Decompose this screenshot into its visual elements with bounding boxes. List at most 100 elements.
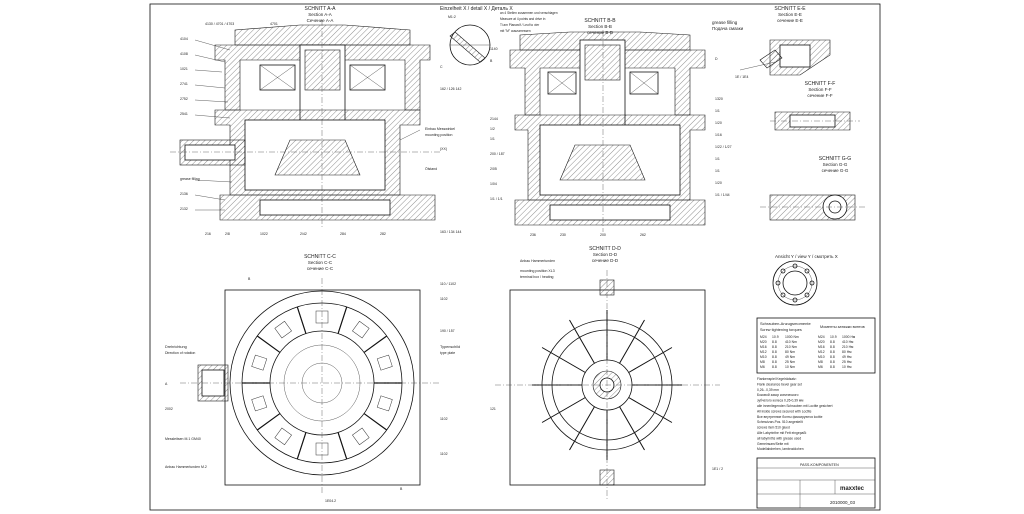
svg-text:Messleitsen M.1 GM40: Messleitsen M.1 GM40 <box>165 437 201 441</box>
detail-x-title: Einzelheit X / detail X / Деталь Х <box>440 6 513 12</box>
torque-cell: M16 <box>760 345 767 349</box>
housing-rib <box>296 306 307 334</box>
torque-title-de: Schrauben-Anzugsmomente <box>760 321 811 326</box>
rib-pocket <box>376 395 393 412</box>
torque-cell: M6 <box>760 365 765 369</box>
svg-text:A: A <box>165 382 168 386</box>
title-block-line1: PASS-KOMPONENTEN <box>800 463 839 467</box>
svg-text:2541: 2541 <box>180 112 188 116</box>
svg-text:262: 262 <box>640 233 646 237</box>
torque-cell: 25 Nm <box>785 360 795 364</box>
torque-cell: 8.8 <box>772 345 777 349</box>
section-g-g-ru: сечение G-G <box>822 168 849 173</box>
torque-cell: M16 <box>818 345 825 349</box>
section-g-g-en: Section G-G <box>823 162 848 167</box>
section-d-d-title: SCHNITT D-D <box>589 246 621 252</box>
direction-rotation-label: Drehrichtung <box>165 345 187 349</box>
section-e-e: SCHNITT E-E Section E-E сечение E-E 1E /… <box>735 6 831 79</box>
torque-cell: M8 <box>818 360 823 364</box>
svg-text:1/1: 1/1 <box>715 109 720 113</box>
torque-cell: 8.8 <box>772 365 777 369</box>
svg-text:Measure at 4 points and drive: Measure at 4 points and drive in <box>500 17 546 21</box>
svg-text:1/16: 1/16 <box>715 133 722 137</box>
torque-cell: 8.8 <box>830 350 835 354</box>
svg-text:Einbau Messwinkel: Einbau Messwinkel <box>425 127 455 131</box>
title-block: PASS-KOMPONENTEN maxxtec 2010000_03 <box>756 457 876 509</box>
svg-text:190 / 157: 190 / 157 <box>440 329 455 333</box>
section-e-e-en: Section E-E <box>778 12 802 17</box>
torque-cell: M20 <box>818 340 825 344</box>
svg-text:1102: 1102 <box>440 297 448 301</box>
general-note-line: зубчатого колеса 0,26-0,39 мм <box>757 399 804 403</box>
svg-text:1/1: 1/1 <box>715 169 720 173</box>
general-note-line: Flankenspiel Kegelrädsatz: <box>757 377 797 381</box>
rib-pocket <box>352 427 370 446</box>
svg-text:1/1: 1/1 <box>490 137 495 141</box>
housing-rib <box>296 432 307 460</box>
section-d-d-en: Section D-D <box>593 252 618 257</box>
torque-table: Schrauben-Anzugsmomente Screw tightening… <box>756 317 876 374</box>
svg-text:1E1 / 2: 1E1 / 2 <box>712 467 723 471</box>
drawing-number: 2010000_03 <box>830 500 856 505</box>
svg-text:2/05: 2/05 <box>490 167 497 171</box>
svg-text:1/1 / 1/1: 1/1 / 1/1 <box>490 197 503 201</box>
general-note-line: Все внутренние болты фиксируются loctite <box>757 415 823 419</box>
svg-text:282: 282 <box>380 232 386 236</box>
torque-cell: 8.8 <box>830 340 835 344</box>
svg-text:D: D <box>715 57 718 61</box>
grease-filling-ru: Подача смазки <box>712 26 744 31</box>
rib-pocket <box>376 354 393 371</box>
rib-pocket <box>251 395 268 412</box>
section-d-d: SCHNITT D-D Section D-D сечение D-D Anba… <box>490 246 723 500</box>
housing-rib <box>256 413 281 431</box>
torque-cell: 80 Nm <box>785 350 795 354</box>
svg-text:B: B <box>248 277 251 281</box>
svg-text:Anbau Hammerlunden M.2: Anbau Hammerlunden M.2 <box>165 465 207 469</box>
section-c-c: SCHNITT C-C Section C-C сечение C-C Dreh… <box>165 254 460 503</box>
svg-text:200: 200 <box>600 233 606 237</box>
svg-text:4108: 4108 <box>180 52 188 56</box>
svg-text:2/42: 2/42 <box>300 232 307 236</box>
svg-text:2/8: 2/8 <box>225 232 230 236</box>
svg-text:236: 236 <box>530 233 536 237</box>
torque-cell: 10.9 <box>830 335 837 339</box>
general-note-line: Modellabdrehen, lambroddohen <box>757 447 804 451</box>
section-f-f-en: Section F-F <box>808 87 832 92</box>
torque-cell: 8.8 <box>830 360 835 364</box>
svg-text:1/22 / 1/27: 1/22 / 1/27 <box>715 145 732 149</box>
rib-pocket <box>251 354 268 371</box>
housing-rib <box>569 406 595 451</box>
view-y: Ansicht Y / view Y / смотреть Х <box>772 254 838 306</box>
torque-cell: 49 Nm <box>785 355 795 359</box>
torque-cell: 8.8 <box>772 360 777 364</box>
housing-rib <box>541 347 586 373</box>
general-note-line: Flank clearance bevel gear set <box>757 382 802 386</box>
torque-cell: M12 <box>760 350 767 354</box>
svg-text:terminal box / heating: terminal box / heating <box>520 275 554 279</box>
torque-cell: M12 <box>818 350 825 354</box>
torque-cell: 410 Nm <box>785 340 797 344</box>
housing-rib <box>337 432 348 460</box>
torque-cell: 25 Нм <box>842 360 852 364</box>
svg-text:230: 230 <box>560 233 566 237</box>
torque-cell: M24 <box>760 335 767 339</box>
svg-text:Ti am Planwolf / Leuf to vier: Ti am Planwolf / Leuf to vier <box>500 23 540 27</box>
housing-rib <box>337 306 348 334</box>
svg-text:B: B <box>490 59 493 63</box>
section-b-b-en: Section B-B <box>588 24 612 29</box>
section-g-g: SCHNITT G-G Section G-G сечение G-G <box>760 156 865 221</box>
section-f-f-ru: сечение F-F <box>807 93 832 98</box>
torque-cell: 8.8 <box>830 365 835 369</box>
svg-text:1320: 1320 <box>715 97 723 101</box>
torque-cell: 10 Нм <box>842 365 852 369</box>
svg-text:1/20: 1/20 <box>715 121 722 125</box>
torque-cell: 210 Nm <box>785 345 797 349</box>
svg-text:216: 216 <box>205 232 211 236</box>
svg-text:1E / 1E4: 1E / 1E4 <box>735 75 748 79</box>
torque-cell: 10.9 <box>772 335 779 339</box>
section-c-c-en: Section C-C <box>308 260 333 265</box>
torque-title-ru: Моменты затяжки винтов <box>820 325 865 329</box>
company-logo-text: maxxtec <box>840 486 865 492</box>
torque-cell: 8.8 <box>830 345 835 349</box>
rib-pocket <box>274 427 292 446</box>
